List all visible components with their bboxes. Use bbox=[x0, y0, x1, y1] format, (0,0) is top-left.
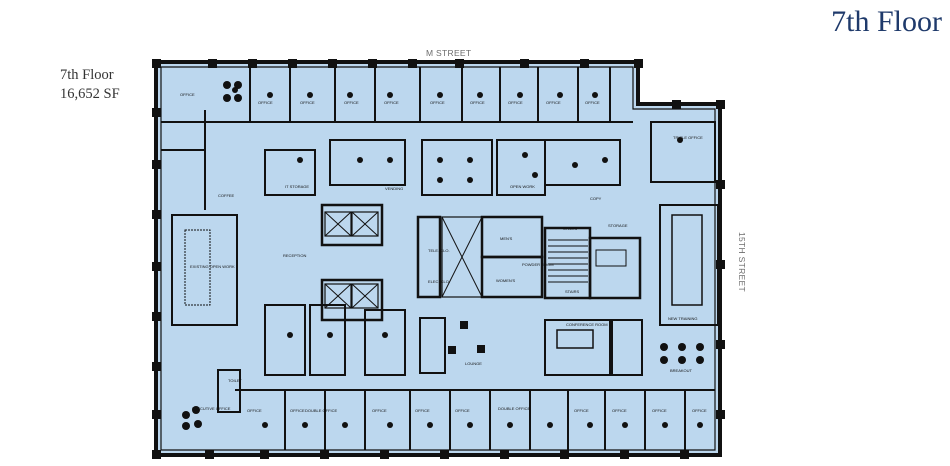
label-office: OFFICE bbox=[300, 100, 315, 105]
label-office: OFFICE bbox=[180, 92, 195, 97]
label-powder-room: POWDER ROOM bbox=[522, 262, 554, 267]
label-office: OFFICE bbox=[415, 408, 430, 413]
label-double-office-1: DOUBLE OFFICE bbox=[305, 408, 338, 413]
label-womens: WOMEN'S bbox=[496, 278, 516, 283]
label-stairs-south: STAIRS bbox=[565, 289, 579, 294]
label-office: OFFICE bbox=[258, 100, 273, 105]
label-it-storage: IT STORAGE bbox=[285, 184, 309, 189]
label-copy: COPY bbox=[590, 196, 602, 201]
label-elec-closet: ELEC. CLO. bbox=[428, 279, 450, 284]
columns bbox=[152, 59, 725, 459]
label-breakout: BREAKOUT bbox=[670, 368, 693, 373]
label-new-training: NEW TRAINING bbox=[668, 316, 697, 321]
label-executive-office: EXECUTIVE OFFICE bbox=[192, 406, 231, 411]
label-storage: STORAGE bbox=[608, 223, 628, 228]
label-office: OFFICE bbox=[612, 408, 627, 413]
label-office: OFFICE bbox=[585, 100, 600, 105]
label-office: OFFICE bbox=[692, 408, 707, 413]
label-office: OFFICE bbox=[546, 100, 561, 105]
label-double-office-2: DOUBLE OFFICE bbox=[498, 406, 531, 411]
label-coffee: COFFEE bbox=[218, 193, 235, 198]
north-offices bbox=[161, 67, 633, 210]
label-conference-room: CONFERENCE ROOM bbox=[566, 322, 608, 327]
page-title: 7th Floor bbox=[831, 5, 942, 38]
street-label-north: M STREET bbox=[426, 48, 472, 58]
label-lounge: LOUNGE bbox=[465, 361, 482, 366]
label-office: OFFICE bbox=[344, 100, 359, 105]
label-mens: MEN'S bbox=[500, 236, 513, 241]
label-triple-office: TRIPLE OFFICE bbox=[673, 135, 703, 140]
label-reception: RECEPTION bbox=[283, 253, 306, 258]
furniture bbox=[182, 81, 704, 430]
label-open-work: OPEN WORK bbox=[510, 184, 535, 189]
label-office: OFFICE bbox=[384, 100, 399, 105]
interior-rooms bbox=[171, 121, 719, 376]
south-offices bbox=[217, 369, 715, 450]
label-office: OFFICE bbox=[372, 408, 387, 413]
label-office: OFFICE bbox=[290, 408, 305, 413]
label-office: OFFICE bbox=[455, 408, 470, 413]
label-office: OFFICE bbox=[430, 100, 445, 105]
label-office: OFFICE bbox=[470, 100, 485, 105]
floor-name: 7th Floor bbox=[60, 67, 114, 83]
label-stairs-north: STAIRS bbox=[563, 226, 577, 231]
floor-info: 7th Floor 16,652 SF bbox=[60, 66, 120, 104]
label-toilet: TOILET bbox=[228, 378, 242, 383]
label-office: OFFICE bbox=[247, 408, 262, 413]
label-office: OFFICE bbox=[574, 408, 589, 413]
label-vending: VENDING bbox=[385, 186, 403, 191]
label-existing-open-work: EXISTING OPEN WORK bbox=[190, 264, 235, 269]
building-core bbox=[320, 203, 642, 322]
stairs-treads bbox=[548, 239, 588, 283]
floor-area: 16,652 SF bbox=[60, 86, 120, 102]
label-tel-closet: TELE. CLO. bbox=[428, 248, 450, 253]
room-labels: RECEPTION LOUNGE BREAKOUT CONFERENCE ROO… bbox=[180, 92, 707, 413]
label-office: OFFICE bbox=[652, 408, 667, 413]
label-office: OFFICE bbox=[508, 100, 523, 105]
